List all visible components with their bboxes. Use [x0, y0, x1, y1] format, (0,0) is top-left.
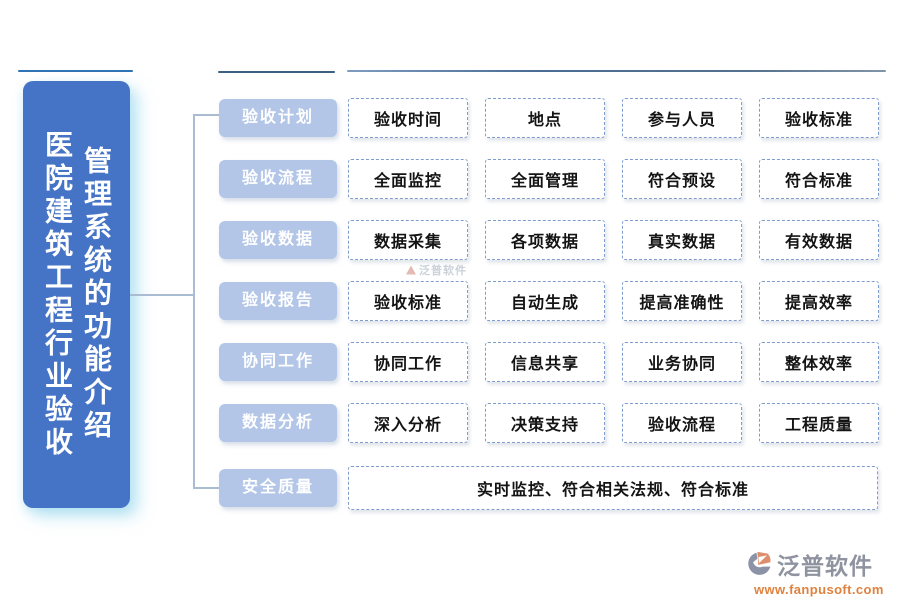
feature-row-collaboration: 协同工作 协同工作 信息共享 业务协同 整体效率	[0, 342, 900, 388]
brand-footer: 泛普软件 www.fanpusoft.com	[746, 547, 896, 597]
row-label-acceptance-report: 验收报告	[219, 282, 337, 320]
fanpu-logo-icon	[746, 551, 774, 577]
feature-item: 提高效率	[759, 281, 879, 321]
connector-top-stub	[193, 114, 220, 116]
feature-item: 有效数据	[759, 220, 879, 260]
feature-item: 验收流程	[622, 403, 742, 443]
root-title-box: 医院建筑工程行业验收 管理系统的功能介绍	[23, 81, 130, 508]
feature-item: 业务协同	[622, 342, 742, 382]
title-column-1: 医院建筑工程行业验收	[42, 129, 73, 460]
feature-item: 符合标准	[759, 159, 879, 199]
feature-item: 协同工作	[348, 342, 468, 382]
feature-item: 决策支持	[485, 403, 605, 443]
brand-url: www.fanpusoft.com	[754, 582, 884, 597]
feature-row-acceptance-report: 验收报告 验收标准 自动生成 提高准确性 提高效率	[0, 281, 900, 327]
row-label-acceptance-plan: 验收计划	[219, 99, 337, 137]
feature-item: 各项数据	[485, 220, 605, 260]
row-label-data-analysis: 数据分析	[219, 404, 337, 442]
feature-row-acceptance-plan: 验收计划 验收时间 地点 参与人员 验收标准	[0, 98, 900, 144]
row-label-acceptance-data: 验收数据	[219, 221, 337, 259]
feature-item: 全面监控	[348, 159, 468, 199]
connector-root-line	[130, 294, 194, 296]
row-label-collaboration: 协同工作	[219, 343, 337, 381]
row-label-safety-quality: 安全质量	[219, 469, 337, 507]
feature-item: 全面管理	[485, 159, 605, 199]
title-column-2: 管理系统的功能介绍	[81, 146, 112, 443]
feature-item: 地点	[485, 98, 605, 138]
feature-row-acceptance-data: 验收数据 数据采集 各项数据 真实数据 有效数据	[0, 220, 900, 266]
row-label-acceptance-process: 验收流程	[219, 160, 337, 198]
feature-item: 自动生成	[485, 281, 605, 321]
watermark-logo-icon	[406, 265, 416, 275]
feature-item: 工程质量	[759, 403, 879, 443]
feature-item: 真实数据	[622, 220, 742, 260]
brand-name: 泛普软件	[777, 553, 873, 579]
top-rule-labels	[218, 71, 335, 73]
feature-row-data-analysis: 数据分析 深入分析 决策支持 验收流程 工程质量	[0, 403, 900, 449]
feature-item: 深入分析	[348, 403, 468, 443]
feature-item: 信息共享	[485, 342, 605, 382]
feature-item: 参与人员	[622, 98, 742, 138]
connector-bottom-stub	[193, 487, 220, 489]
feature-item: 验收标准	[348, 281, 468, 321]
feature-item-wide: 实时监控、符合相关法规、符合标准	[348, 466, 878, 510]
top-rule-title	[18, 70, 133, 72]
feature-item: 数据采集	[348, 220, 468, 260]
top-rule-content	[347, 70, 886, 73]
feature-item: 验收时间	[348, 98, 468, 138]
feature-item: 验收标准	[759, 98, 879, 138]
feature-row-acceptance-process: 验收流程 全面监控 全面管理 符合预设 符合标准	[0, 159, 900, 205]
feature-item: 整体效率	[759, 342, 879, 382]
feature-item: 符合预设	[622, 159, 742, 199]
feature-item: 提高准确性	[622, 281, 742, 321]
feature-row-safety-quality: 安全质量 实时监控、符合相关法规、符合标准	[0, 466, 900, 512]
connector-vertical-line	[193, 114, 195, 488]
